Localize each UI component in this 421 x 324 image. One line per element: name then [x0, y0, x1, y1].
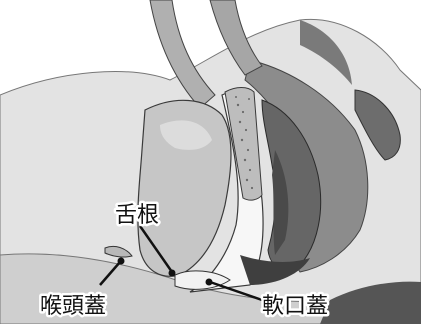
tongue-root-dot: [169, 270, 176, 277]
label-tongue-root: 舌根: [115, 203, 159, 228]
soft-palate-dot: [206, 279, 213, 286]
epiglottis-dot: [118, 258, 125, 265]
label-epiglottis: 喉頭蓋: [40, 294, 106, 319]
label-soft-palate: 軟口蓋: [262, 294, 328, 319]
